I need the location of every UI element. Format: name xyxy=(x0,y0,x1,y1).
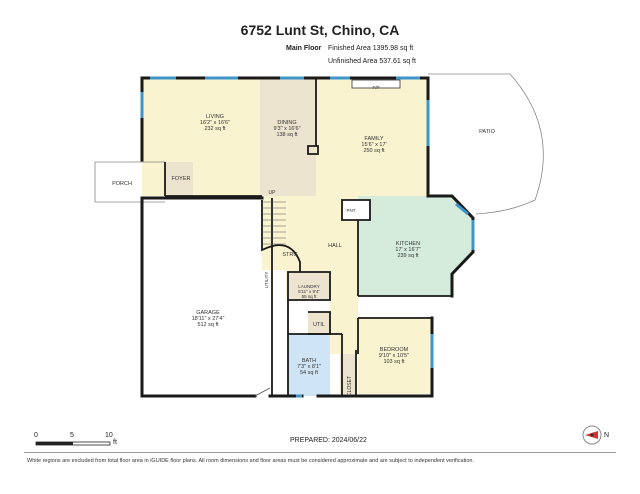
bedroom-area: 103 sq ft xyxy=(383,359,405,365)
foyer-fill xyxy=(165,162,193,196)
finished-area: Finished Area 1395.98 sq ft xyxy=(328,45,414,52)
family-label: FAMILY xyxy=(364,136,383,142)
dining-label: DINING xyxy=(277,120,296,126)
family-area: 250 sq ft xyxy=(363,148,385,154)
scale-unit: ft xyxy=(113,439,117,446)
laundry-area: 55 sq ft xyxy=(302,294,318,299)
stairs xyxy=(262,201,286,245)
bath-wall xyxy=(287,300,343,396)
closet-fill xyxy=(340,354,356,394)
laundry-fill xyxy=(288,272,330,300)
garage-dims: 18'11" x 27'4" xyxy=(192,316,225,322)
living-dims: 16'2" x 16'6" xyxy=(200,120,230,126)
bath-fill xyxy=(288,334,330,396)
page-title: 6752 Lunt St, Chino, CA xyxy=(240,22,400,38)
laundry-dims: 5'11" x 9'4" xyxy=(298,289,320,294)
compass-icon xyxy=(582,425,602,445)
garage-area: 512 sq ft xyxy=(197,322,219,328)
kitchen-area: 239 sq ft xyxy=(397,253,419,259)
fireplace-label: F/P xyxy=(372,85,379,90)
living-room-fill xyxy=(142,78,260,196)
porch-outline xyxy=(94,161,165,203)
bedroom-label: BEDROOM xyxy=(380,347,409,353)
disclaimer-text: White regions are excluded from total fl… xyxy=(27,458,474,464)
pantry-label: PNT xyxy=(347,208,356,213)
patio-label: PATIO xyxy=(479,129,495,135)
bedroom-fill xyxy=(358,318,432,394)
window-kitchen-2 xyxy=(455,202,469,216)
patio-outline xyxy=(428,73,544,215)
laundry-label: LAUNDRY xyxy=(298,284,319,289)
compass-north-label: N xyxy=(604,432,610,439)
hall-label: HALL xyxy=(328,243,342,249)
bath-dims: 7'3" x 8'1" xyxy=(297,364,321,370)
scale-bar xyxy=(35,441,111,446)
fireplace xyxy=(351,79,401,89)
laundry-wall xyxy=(287,271,331,301)
stairs-up-label: UP xyxy=(269,190,277,196)
porch-label: PORCH xyxy=(112,181,132,187)
scale-tick-0: 0 xyxy=(34,432,38,439)
bath-area: 54 sq ft xyxy=(300,370,319,376)
pantry-wall xyxy=(341,199,371,221)
strg-label: STRG xyxy=(282,252,297,258)
unfinished-area: Unfinished Area 537.61 sq ft xyxy=(328,58,416,65)
garage-label: GARAGE xyxy=(196,310,220,316)
dining-room-fill xyxy=(260,78,324,196)
closet-label: CLOSET xyxy=(347,376,353,396)
living-area: 232 sq ft xyxy=(204,126,226,132)
util-fill xyxy=(308,312,330,334)
foyer-label: FOYER xyxy=(172,176,191,182)
footer-divider xyxy=(24,452,616,453)
utility-label: UTILITY xyxy=(264,272,269,289)
floor-label: Main Floor xyxy=(286,45,322,52)
prepared-date: PREPARED: 2024/06/22 xyxy=(290,437,367,444)
dining-post xyxy=(307,145,319,155)
scale-tick-10: 10 xyxy=(105,432,113,439)
family-room-fill xyxy=(316,78,428,196)
kitchen-label: KITCHEN xyxy=(396,241,420,247)
strg-wall xyxy=(261,200,301,272)
bedroom-dims: 9'10" x 10'5" xyxy=(379,353,409,359)
util-label: UTIL xyxy=(313,322,325,328)
garage-entry-door xyxy=(254,387,271,397)
dining-area: 138 sq ft xyxy=(276,132,298,138)
living-label: LIVING xyxy=(206,114,224,120)
kitchen-dims: 17' x 16'7" xyxy=(395,247,420,253)
bath-label: BATH xyxy=(302,358,316,364)
dining-dims: 9'3" x 16'6" xyxy=(273,126,300,132)
scale-tick-5: 5 xyxy=(70,432,74,439)
pantry-fill xyxy=(342,200,370,220)
family-dims: 15'6" x 17' xyxy=(361,142,386,148)
foyer-wall xyxy=(164,162,193,197)
kitchen-fill xyxy=(358,196,473,296)
